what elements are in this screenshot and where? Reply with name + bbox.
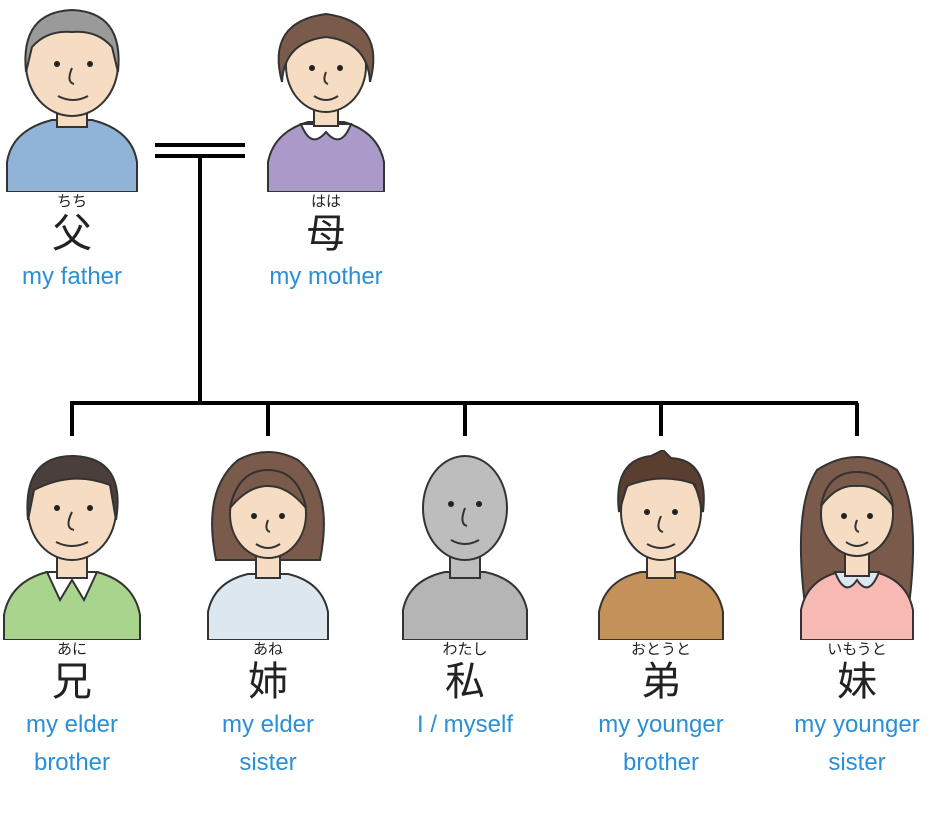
english-younger-brother: my younger brother	[598, 711, 724, 776]
english-younger-sister: my younger sister	[794, 711, 920, 776]
person-younger-brother: おとうと 弟 my younger brother	[591, 450, 731, 782]
elder-brother-portrait	[3, 454, 141, 640]
person-mother: はは 母 my mother	[256, 2, 396, 296]
english-father: my father	[21, 263, 123, 290]
english-myself: I / myself	[416, 711, 513, 738]
kanji-younger-sister: 妹	[837, 659, 877, 705]
english-mother: my mother	[269, 263, 383, 290]
reading-elder-sister: あね	[252, 640, 283, 658]
person-younger-sister: いもうと 妹 my younger sister	[787, 450, 927, 782]
reading-myself: わたし	[442, 640, 488, 658]
person-elder-brother: あに 兄 my elder brother	[2, 450, 142, 782]
myself-portrait	[402, 455, 528, 640]
kanji-father: 父	[52, 211, 92, 257]
kanji-mother: 母	[306, 211, 346, 257]
mother-portrait	[267, 12, 385, 192]
person-father: ちち 父 my father	[2, 2, 142, 296]
kanji-elder-brother: 兄	[52, 659, 92, 705]
elder-sister-portrait	[207, 451, 329, 640]
younger-brother-portrait	[598, 450, 724, 640]
younger-sister-portrait	[799, 456, 915, 640]
reading-younger-sister: いもうと	[827, 640, 887, 658]
reading-father: ちち	[56, 192, 87, 210]
reading-mother: はは	[310, 192, 341, 210]
person-elder-sister: あね 姉 my elder sister	[198, 450, 338, 782]
reading-elder-brother: あに	[56, 640, 87, 658]
english-elder-sister: my elder sister	[221, 711, 315, 776]
kanji-myself: 私	[445, 659, 485, 705]
father-portrait	[6, 8, 138, 192]
kanji-elder-sister: 姉	[248, 659, 288, 705]
reading-younger-brother: おとうと	[630, 640, 691, 658]
person-myself: わたし 私 I / myself	[395, 450, 535, 744]
english-elder-brother: my elder brother	[25, 711, 119, 776]
kanji-younger-brother: 弟	[641, 659, 681, 705]
